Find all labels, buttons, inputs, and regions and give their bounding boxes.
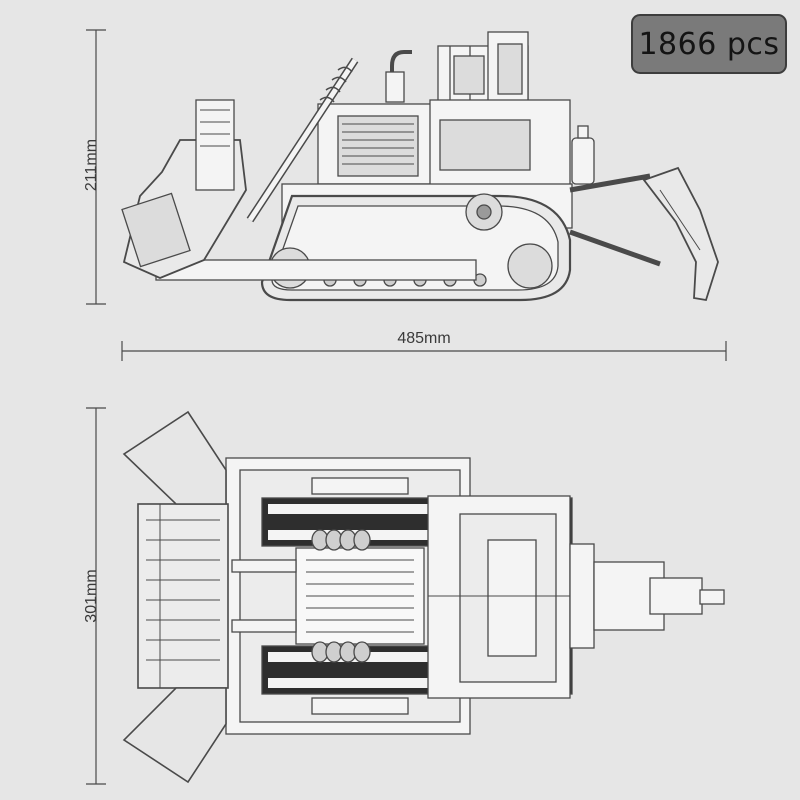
bulldozer-side-view (121, 31, 719, 302)
length-dimension-line (121, 341, 727, 361)
height-dimension-line (86, 29, 106, 305)
height-dimension-label: 211mm (83, 138, 100, 192)
piece-count-badge: 1866 pcs (631, 14, 787, 74)
bulldozer-top-view (122, 410, 725, 784)
width-dimension-line (86, 407, 106, 785)
piece-count-text: 1866 pcs (638, 26, 780, 62)
length-dimension-label: 485mm (397, 330, 451, 347)
width-dimension-label: 301mm (83, 569, 100, 623)
